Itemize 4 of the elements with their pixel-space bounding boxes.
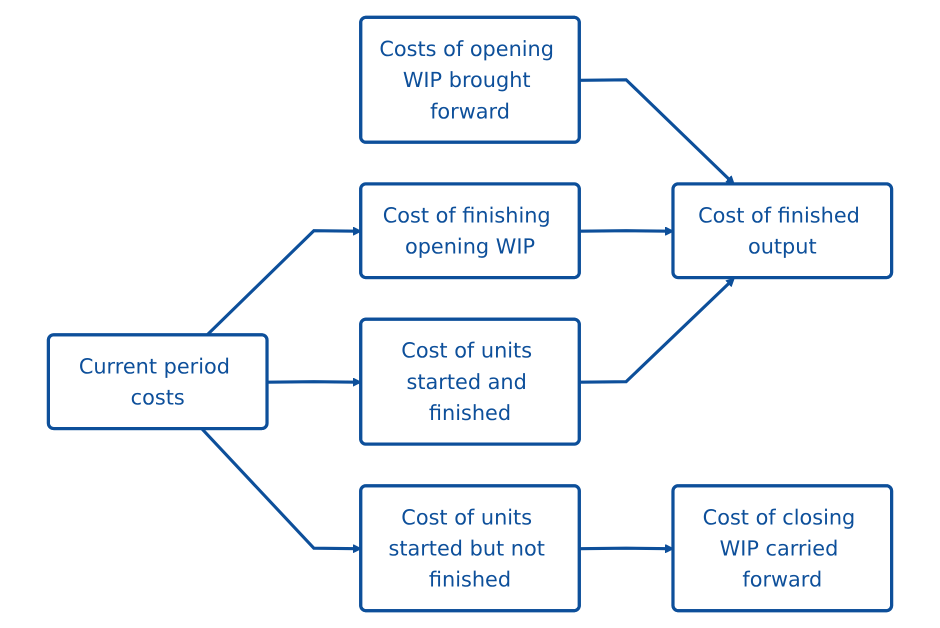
arrow xyxy=(268,378,362,387)
arrow xyxy=(580,226,674,236)
arrow xyxy=(580,544,674,554)
arrow xyxy=(580,278,735,384)
